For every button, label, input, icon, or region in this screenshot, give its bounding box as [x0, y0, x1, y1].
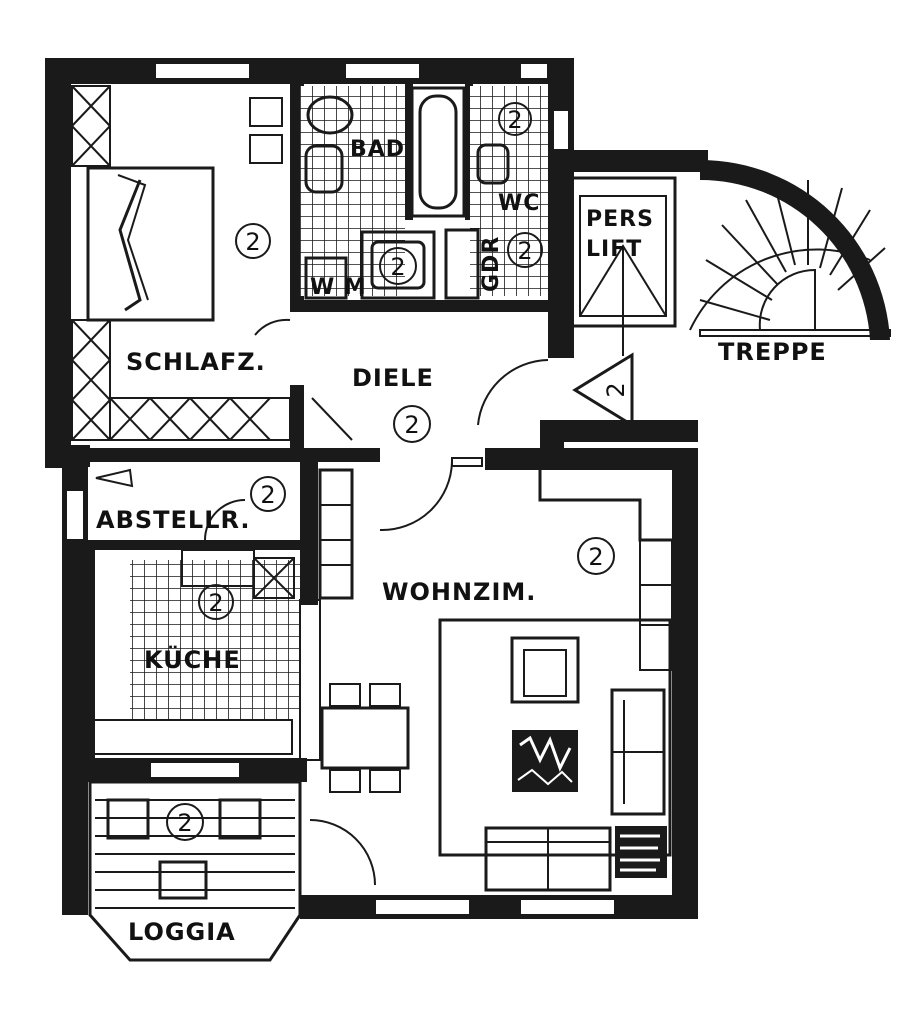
label-kueche: KÜCHE: [144, 644, 241, 674]
label-gdr: GDR: [479, 236, 504, 292]
label-wohnzim: WOHNZIM.: [382, 578, 536, 606]
label-abstellr: ABSTELLR.: [96, 506, 251, 534]
svg-text:2: 2: [245, 228, 260, 256]
bedroom-furniture: [71, 85, 291, 441]
marker-wohnzim: 2: [577, 537, 615, 575]
label-loggia: LOGGIA: [128, 918, 236, 946]
svg-text:2: 2: [507, 106, 522, 134]
label-treppe: TREPPE: [718, 338, 827, 366]
marker-kueche: 2: [198, 584, 234, 620]
windows: [65, 62, 616, 916]
room-labels: SCHLAFZ. BAD WC W M GDR PERS LIFT TREPPE…: [96, 137, 827, 946]
marker-bad-washer: 2: [379, 247, 417, 285]
label-lift: LIFT: [586, 237, 642, 262]
label-schlafz: SCHLAFZ.: [126, 348, 266, 376]
loggia-area: [88, 780, 376, 962]
svg-text:2: 2: [208, 589, 223, 617]
svg-text:2: 2: [390, 253, 405, 281]
svg-text:2: 2: [177, 809, 192, 837]
label-pers: PERS: [586, 207, 654, 232]
svg-text:2: 2: [260, 481, 275, 509]
interior-walls: [70, 80, 564, 760]
bathroom-furniture: [300, 86, 548, 300]
marker-lift: 2: [602, 382, 630, 397]
marker-loggia: 2: [166, 803, 204, 841]
svg-text:2: 2: [404, 411, 419, 439]
marker-diele: 2: [393, 405, 431, 443]
outer-walls: [45, 58, 890, 919]
label-bad: BAD: [350, 137, 405, 162]
label-wc: WC: [498, 191, 540, 216]
storage-and-kitchen: [91, 468, 321, 761]
svg-text:2: 2: [588, 543, 603, 571]
marker-schlafz: 2: [235, 223, 271, 259]
marker-abstellr: 2: [250, 476, 286, 512]
svg-text:2: 2: [517, 237, 532, 265]
marker-gdr: 2: [507, 232, 543, 268]
marker-bad-top: 2: [498, 102, 532, 136]
living-room-furniture: [318, 468, 673, 892]
hall-doors: [311, 359, 549, 532]
lift-and-stairs: [568, 176, 891, 428]
label-wm: W M: [310, 275, 367, 300]
label-diele: DIELE: [352, 364, 434, 392]
unit-markers: 2 2 2 2 2 2 2 2 2 2: [166, 102, 630, 841]
svg-text:2: 2: [602, 382, 630, 397]
